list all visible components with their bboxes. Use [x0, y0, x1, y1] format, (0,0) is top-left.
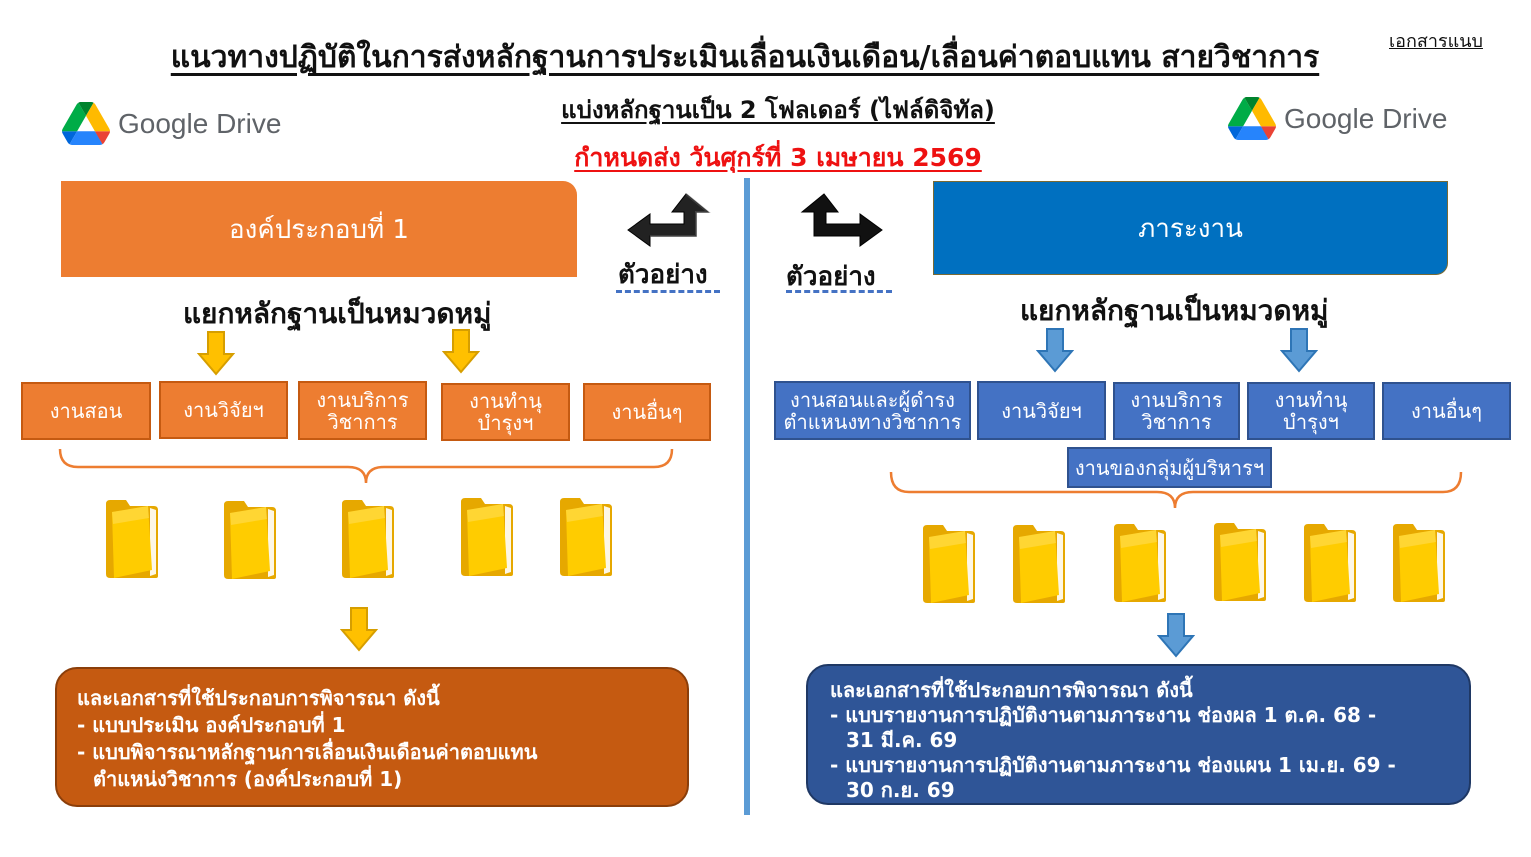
left-panel-item-2: - แบบพิจารณาหลักฐานการเลื่อนเงินเดือนค่า…	[77, 740, 538, 764]
right-category-4: งานทำนุบำรุงฯ	[1247, 382, 1375, 440]
left-brace	[58, 448, 674, 484]
folder-icon	[1112, 522, 1172, 608]
left-category-5: งานอื่นๆ	[583, 383, 711, 441]
right-category-heading: แยกหลักฐานเป็นหมวดหมู่	[1020, 294, 1329, 327]
google-drive-wordmark: Google Drive	[118, 107, 282, 139]
folder-icon	[340, 498, 400, 584]
left-header-box: องค์ประกอบที่ 1	[61, 181, 577, 277]
page-subtitle: แบ่งหลักฐานเป็น 2 โฟลเดอร์ (ไฟล์ดิจิทัล)	[561, 96, 995, 124]
right-example-underline	[786, 290, 892, 293]
right-panel-item-1-cont: 31 มี.ค. 69	[846, 728, 958, 752]
google-drive-wordmark: Google Drive	[1284, 102, 1448, 134]
left-documents-panel: และเอกสารที่ใช้ประกอบการพิจารณา ดังนี้ -…	[55, 667, 689, 807]
right-panel-intro: และเอกสารที่ใช้ประกอบการพิจารณา ดังนี้	[830, 678, 1193, 702]
google-drive-logo-right: Google Drive	[1228, 97, 1447, 140]
down-arrow-icon	[197, 331, 235, 376]
right-example-label: ตัวอย่าง	[786, 262, 876, 292]
left-category-2: งานวิจัยฯ	[159, 381, 288, 439]
page-title: แนวทางปฏิบัติในการส่งหลักฐานการประเมินเล…	[170, 40, 1320, 75]
down-arrow-icon	[1157, 613, 1195, 658]
left-example-underline	[616, 290, 720, 293]
folder-icon	[104, 498, 164, 584]
bend-right-arrow-icon	[800, 193, 883, 247]
google-drive-logo-left: Google Drive	[62, 102, 281, 145]
right-category-extra: งานของกลุ่มผู้บริหารฯ	[1067, 447, 1272, 488]
left-panel-intro: และเอกสารที่ใช้ประกอบการพิจารณา ดังนี้	[77, 686, 440, 710]
right-category-5: งานอื่นๆ	[1382, 382, 1511, 440]
deadline-text: กำหนดส่ง วันศุกร์ที่ 3 เมษายน 2569	[574, 143, 982, 172]
bend-left-arrow-icon	[627, 193, 711, 247]
right-panel-item-2: - แบบรายงานการปฏิบัติงานตามภาระงาน ช่องแ…	[830, 753, 1396, 777]
right-header-box: ภาระงาน	[933, 181, 1448, 275]
down-arrow-icon	[340, 607, 378, 652]
folder-icon	[459, 496, 519, 582]
down-arrow-icon	[442, 329, 480, 374]
center-divider	[744, 178, 750, 815]
folder-icon	[1011, 523, 1071, 609]
left-example-label: ตัวอย่าง	[618, 260, 708, 290]
right-panel-item-1: - แบบรายงานการปฏิบัติงานตามภาระงาน ช่องผ…	[830, 703, 1377, 727]
folder-icon	[1391, 522, 1451, 608]
folder-icon	[1302, 522, 1362, 608]
folder-icon	[558, 496, 618, 582]
right-category-1: งานสอนและผู้ดำรงตำแหนงทางวิชาการ	[774, 381, 971, 440]
left-category-heading: แยกหลักฐานเป็นหมวดหมู่	[183, 297, 492, 330]
left-category-3: งานบริการวิชาการ	[298, 381, 427, 440]
attachment-label: เอกสารแนบ	[1389, 31, 1483, 52]
right-documents-panel: และเอกสารที่ใช้ประกอบการพิจารณา ดังนี้ -…	[806, 664, 1471, 805]
google-drive-icon	[62, 102, 110, 145]
left-panel-item-1: - แบบประเมิน องค์ประกอบที่ 1	[77, 713, 346, 737]
folder-icon	[222, 499, 282, 585]
right-category-3: งานบริการวิชาการ	[1113, 382, 1240, 440]
down-arrow-icon	[1036, 328, 1074, 373]
down-arrow-icon	[1280, 328, 1318, 373]
left-category-1: งานสอน	[21, 382, 151, 440]
right-panel-item-2-cont: 30 ก.ย. 69	[846, 778, 955, 802]
folder-icon	[921, 523, 981, 609]
right-category-2: งานวิจัยฯ	[977, 381, 1106, 440]
google-drive-icon	[1228, 97, 1276, 140]
right-brace	[889, 471, 1463, 509]
left-panel-item-2-cont: ตำแหน่งวิชาการ (องค์ประกอบที่ 1)	[93, 767, 403, 791]
left-category-4: งานทำนุบำรุงฯ	[441, 383, 570, 441]
folder-icon	[1212, 521, 1272, 607]
